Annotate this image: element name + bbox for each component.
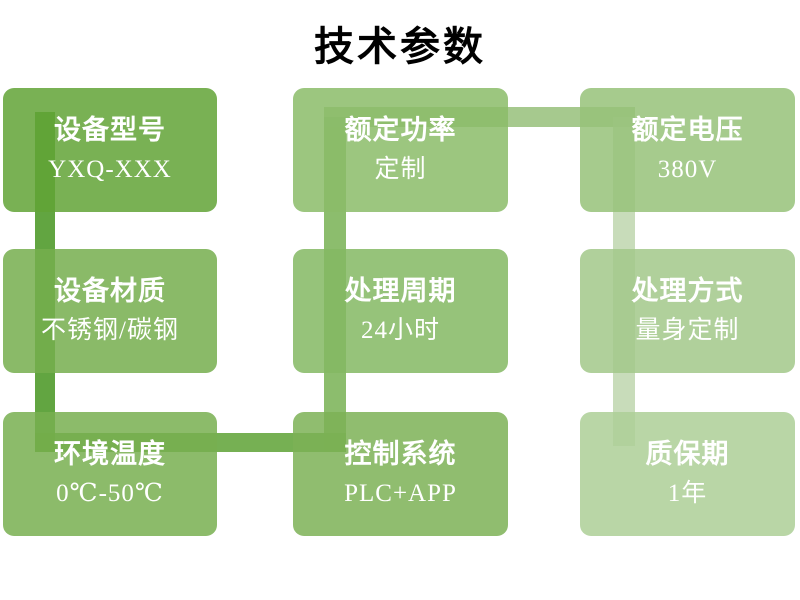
node-subtitle: 1年 [667, 480, 708, 508]
node-subtitle: YXQ-XXX [48, 156, 172, 184]
node-subtitle: 定制 [374, 156, 427, 184]
node-subtitle: 不锈钢/碳钢 [41, 317, 179, 345]
node-subtitle: 0℃-50℃ [56, 480, 164, 508]
node-ambient-temperature: 环境温度 0℃-50℃ [3, 412, 217, 536]
node-device-model: 设备型号 YXQ-XXX [3, 88, 217, 212]
slide-title: 技术参数 [314, 25, 486, 69]
node-title: 控制系统 [344, 439, 457, 470]
node-control-system: 控制系统 PLC+APP [293, 412, 508, 536]
node-subtitle: 量身定制 [635, 317, 740, 345]
node-subtitle: 24小时 [360, 317, 440, 345]
node-subtitle: PLC+APP [344, 480, 457, 508]
node-processing-cycle: 处理周期 24小时 [293, 249, 508, 373]
node-title: 设备材质 [54, 276, 166, 307]
node-rated-power: 额定功率 定制 [293, 88, 508, 212]
node-title: 质保期 [645, 439, 730, 470]
node-title: 处理周期 [344, 276, 457, 307]
node-title: 设备型号 [54, 115, 166, 146]
node-title: 环境温度 [54, 439, 166, 470]
node-device-material: 设备材质 不锈钢/碳钢 [3, 249, 217, 373]
node-title: 处理方式 [631, 276, 744, 307]
node-warranty-period: 质保期 1年 [580, 412, 795, 536]
node-title: 额定电压 [631, 115, 744, 146]
node-processing-method: 处理方式 量身定制 [580, 249, 795, 373]
node-rated-voltage: 额定电压 380V [580, 88, 795, 212]
node-title: 额定功率 [344, 115, 457, 146]
node-subtitle: 380V [657, 156, 718, 184]
